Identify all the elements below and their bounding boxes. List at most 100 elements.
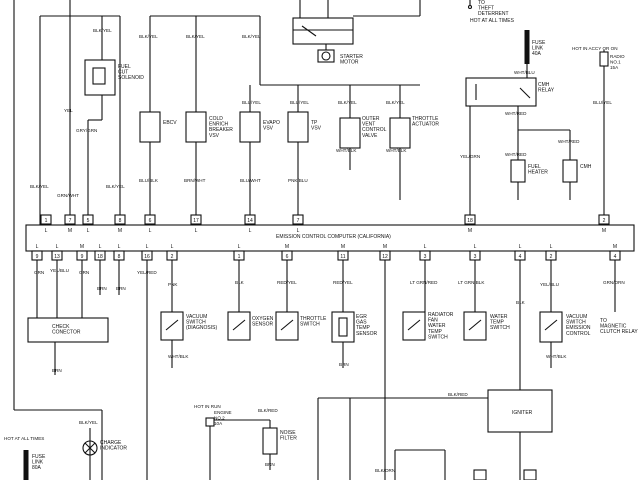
bottom-pin-letter-8: M <box>285 244 289 250</box>
top-pin-letter-4: L <box>149 228 152 234</box>
igniter-box <box>487 389 553 433</box>
top-pin-letter-8: M <box>468 228 472 234</box>
bottom-pin-number-5: 16 <box>144 254 150 260</box>
top-pin-2 <box>598 214 610 225</box>
vacuum-switch-emission-box <box>539 311 563 343</box>
label-brn-5: BRN <box>265 462 275 467</box>
bottom-pin-letter-12: L <box>474 244 477 250</box>
water-temp-switch-box <box>463 311 487 341</box>
top-pin-number-4: 6 <box>149 218 152 224</box>
bottom-pin-number-15: 4 <box>614 254 617 260</box>
hot-in-accy-label: HOT IN ACCY OR ON <box>572 46 618 51</box>
noise-filter-box <box>262 427 278 455</box>
tp-vsv-box <box>287 111 309 143</box>
wire-labels: BLK/YEL BLK/YEL BLK/YEL BLK/YEL YEL GRY/… <box>30 28 625 473</box>
hot-in-run-label: HOT IN RUN <box>194 404 221 409</box>
bottom-pin-letter-11: L <box>424 244 427 250</box>
theft-connector-icon <box>467 4 473 10</box>
top-pin-number-7: 7 <box>297 218 300 224</box>
label-blk-yel-5: BLK/YEL <box>30 184 49 189</box>
bottom-pin-number-2: 9 <box>81 254 84 260</box>
label-blk-yel-2: BLK/YEL <box>139 34 158 39</box>
lower-coil-box-2 <box>523 469 537 480</box>
oxygen-sensor-box <box>227 311 251 341</box>
vacuum-switch-diag-box <box>160 311 184 341</box>
bottom-pin-letter-13: L <box>519 244 522 250</box>
label-red-yel-1: RED/YEL <box>277 280 297 285</box>
bottom-pin-number-7: 1 <box>238 254 241 260</box>
top-pin-number-6: 14 <box>247 218 253 224</box>
bottom-pin-number-11: 3 <box>424 254 427 260</box>
bottom-pin-number-14: 2 <box>550 254 553 260</box>
label-wht-blk-1: WHT/BLK <box>336 148 357 153</box>
label-grn-orn: GRN/ORN <box>603 280 625 285</box>
top-pin-number-2: 5 <box>87 218 90 224</box>
top-pin-6 <box>144 214 156 225</box>
top-pin-number-8: 18 <box>467 218 473 224</box>
check-connector-box <box>27 317 109 343</box>
label-brn-4: BRN <box>339 362 349 367</box>
outer-vent-box <box>339 117 361 149</box>
top-pin-number-5: 17 <box>193 218 199 224</box>
top-pin-14 <box>244 214 256 225</box>
label-pnk: PNK <box>168 282 178 287</box>
label-yel-grn: YEL/GRN <box>460 154 480 159</box>
bottom-pin-letter-5: L <box>146 244 149 250</box>
top-pin-17 <box>190 214 202 225</box>
bottom-pin-letter-15: M <box>613 244 617 250</box>
top-pin-row <box>40 214 610 225</box>
engine-fuse-icon <box>205 417 215 427</box>
bottom-pin-number-3: 18 <box>97 254 103 260</box>
label-grn-2: GRN <box>79 270 89 275</box>
top-pin-18 <box>464 214 476 225</box>
top-pin-letter-3: M <box>118 228 122 234</box>
label-blk-yel-outer: BLK/YEL <box>338 100 357 105</box>
label-wht-blk-2: WHT/BLK <box>386 148 407 153</box>
top-pin-letter-9: M <box>602 228 606 234</box>
fuel-heater-box <box>510 159 526 183</box>
label-blk-red-igniter: BLK/RED <box>448 392 468 397</box>
label-yel-blu-1: YEL/BLU <box>50 268 69 273</box>
label-yel-blu-2: YEL/BLU <box>540 282 559 287</box>
top-pin-7b <box>292 214 304 225</box>
label-grn-1: GRN <box>34 270 44 275</box>
top-pin-number-0: 1 <box>45 218 48 224</box>
label-blu-blk: BLU/BLK <box>139 178 159 183</box>
top-pin-5 <box>82 214 94 225</box>
starter-motor-symbol <box>321 51 331 61</box>
top-pin-number-9: 2 <box>603 218 606 224</box>
bottom-pin-number-6: 2 <box>171 254 174 260</box>
bottom-pin-letter-14: L <box>550 244 553 250</box>
top-pin-letter-7: L <box>297 228 300 234</box>
bottom-pin-number-1: 13 <box>54 254 60 260</box>
cold-enrich-box <box>185 111 207 143</box>
label-grn-wht: GRN/WHT <box>57 193 79 198</box>
label-gry-grn: GRY/GRN <box>76 128 97 133</box>
charge-lamp-cross-b <box>84 442 96 454</box>
label-brn-wht: BRN/WHT <box>184 178 206 183</box>
top-pin-7a <box>64 214 76 225</box>
top-pin-letter-6: L <box>249 228 252 234</box>
radiator-fan-switch-box <box>402 311 426 341</box>
label-red-yel-2: RED/YEL <box>333 280 353 285</box>
